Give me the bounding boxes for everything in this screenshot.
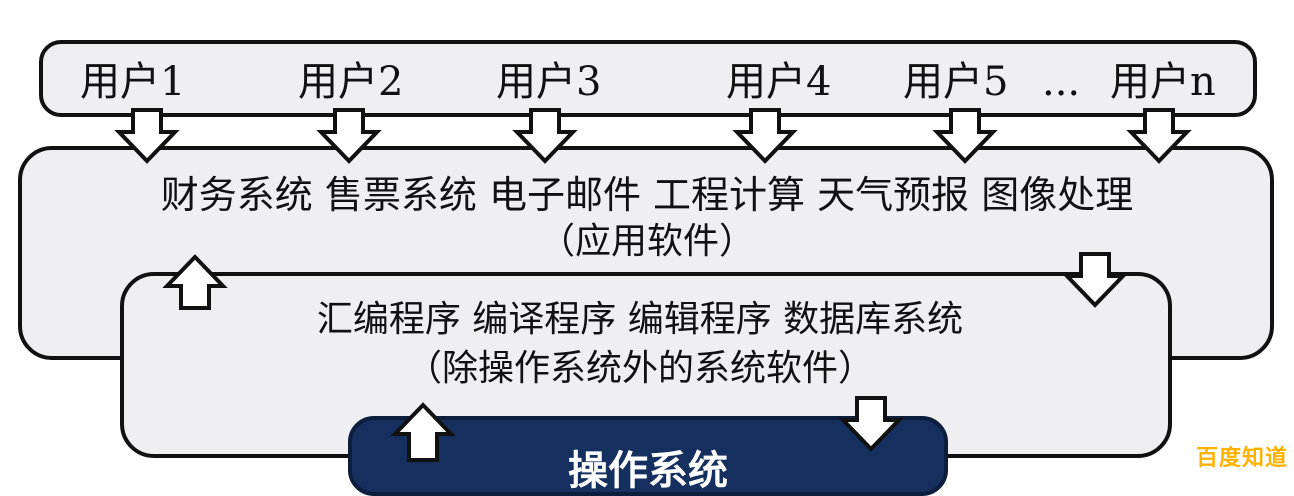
user-label-4: 用户4 [726,59,832,105]
down-arrow-icon [838,396,904,452]
user-label-2: 用户2 [298,59,404,105]
application-layer-note: （应用软件） [538,221,755,262]
up-arrow-icon [162,254,228,310]
down-arrow-icon [512,108,578,164]
down-arrow-icon [732,108,798,164]
user-label-1: 用户1 [80,59,186,105]
user-ellipsis: ... [1042,59,1081,105]
down-arrow-icon [316,108,382,164]
system-software-layer-items: 汇编程序 编译程序 编辑程序 数据库系统 [316,299,964,340]
down-arrow-icon [114,108,180,164]
system-software-layer-note: （除操作系统外的系统软件） [405,348,874,389]
up-arrow-icon [390,402,456,462]
watermark-logo: 百度知道 [1196,446,1289,471]
user-label-5: 用户5 [903,59,1009,105]
users-layer-box [39,40,1257,117]
user-label-3: 用户3 [496,59,602,105]
user-label-n: 用户n [1110,59,1216,105]
down-arrow-icon [932,108,998,164]
application-layer-items: 财务系统 售票系统 电子邮件 工程计算 天气预报 图像处理 [160,173,1134,217]
down-arrow-icon [1126,108,1192,164]
down-arrow-icon [1062,252,1128,308]
